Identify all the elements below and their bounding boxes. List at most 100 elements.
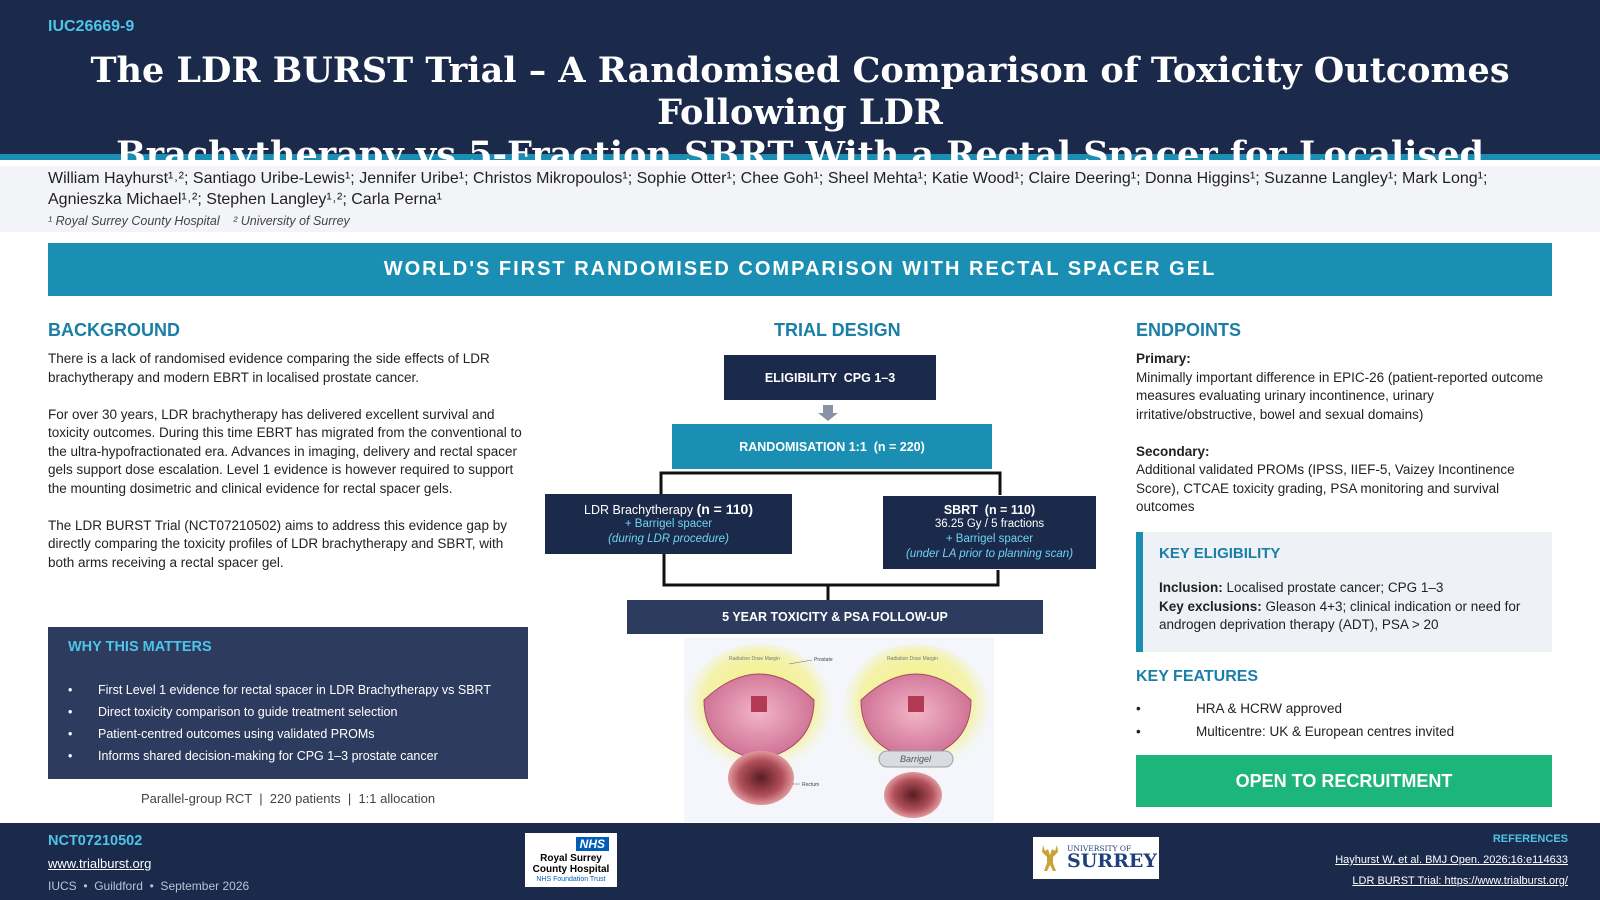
bullet-icon: •: [68, 683, 73, 697]
why-this-matters-box: WHY THIS MATTERS • First Level 1 evidence…: [48, 627, 528, 779]
background-text: There is a lack of randomised evidence c…: [48, 350, 530, 591]
bullet-icon: •: [68, 705, 73, 719]
eligibility-label: ELIGIBILITY CPG 1–3: [764, 370, 896, 385]
down-arrow-icon: [818, 405, 838, 421]
trial-website-link[interactable]: www.trialburst.org: [48, 856, 152, 871]
primary-label: Primary:: [1136, 351, 1191, 366]
reference-1-link[interactable]: Hayhurst W, et al. BMJ Open. 2026;16:e11…: [1335, 854, 1568, 866]
prostate-pointer: [788, 659, 813, 665]
feature-item: • HRA & HCRW approved: [1136, 697, 1556, 720]
prostate-label: Prostate: [814, 657, 833, 663]
exclusion-label: Key exclusions:: [1159, 598, 1262, 614]
why-item: • Direct toxicity comparison to guide tre…: [68, 701, 518, 723]
abstract-code: IUC26669-9: [48, 18, 135, 35]
ldr-arm-title: LDR Brachytherapy (n = 110): [584, 501, 753, 517]
split-connector: [659, 471, 1002, 495]
rectum-right: [884, 772, 942, 818]
surrey-wordmark: UNIVERSITY OF SURREY: [1067, 845, 1157, 872]
why-item-text: First Level 1 evidence for rectal spacer…: [98, 683, 491, 697]
feature-text: HRA & HCRW approved: [1196, 701, 1343, 716]
authors-band: [0, 166, 1600, 232]
title-line-1: The LDR BURST Trial – A Randomised Compa…: [90, 50, 1510, 133]
prostate-left: [703, 673, 815, 761]
why-item: • Informs shared decision-making for CPG …: [68, 745, 518, 767]
bullet-icon: •: [68, 727, 73, 741]
eligibility-heading: KEY ELIGIBILITY: [1159, 545, 1281, 562]
inclusion-line: Inclusion: Localised prostate cancer; CP…: [1159, 579, 1547, 598]
bullet-icon: •: [68, 749, 73, 763]
background-paragraph-2: For over 30 years, LDR brachytherapy has…: [48, 406, 522, 496]
open-to-recruitment-banner: OPEN TO RECRUITMENT: [1136, 755, 1552, 807]
key-eligibility-box: KEY ELIGIBILITY Inclusion: Localised pro…: [1136, 532, 1552, 652]
bullet-icon: •: [1136, 701, 1141, 716]
sbrt-dose: 36.25 Gy / 5 fractions: [934, 518, 1045, 530]
barrigel-gel: [878, 750, 954, 768]
feature-text: Multicentre: UK & European centres invit…: [1196, 724, 1455, 739]
eligibility-body: Inclusion: Localised prostate cancer; CP…: [1159, 579, 1547, 635]
affiliation-1: ¹ Royal Surrey County Hospital: [48, 214, 220, 228]
background-heading: BACKGROUND: [48, 320, 180, 340]
background-paragraph-3: The LDR BURST Trial (NCT07210502) aims t…: [48, 517, 507, 570]
trial-registration-number: NCT07210502: [48, 833, 143, 849]
key-features-heading: KEY FEATURES: [1136, 668, 1259, 685]
university-of-surrey-logo: UNIVERSITY OF SURREY: [1033, 837, 1159, 879]
background-paragraph-1: There is a lack of randomised evidence c…: [48, 351, 490, 385]
followup-label: 5 YEAR TOXICITY & PSA FOLLOW-UP: [722, 610, 948, 624]
urethra-right: [908, 696, 924, 712]
references-heading: REFERENCES: [1492, 833, 1568, 845]
conference-meta: IUCS • Guildford • September 2026: [48, 879, 250, 893]
affiliation-2: ² University of Surrey: [233, 214, 350, 228]
nhs-name-line-1: Royal Surrey: [540, 852, 602, 864]
why-list: • First Level 1 evidence for rectal space…: [68, 679, 518, 767]
trial-design-heading: TRIAL DESIGN: [774, 320, 901, 340]
followup-box: 5 YEAR TOXICITY & PSA FOLLOW-UP: [627, 600, 1043, 634]
headline-banner: WORLD'S FIRST RANDOMISED COMPARISON WITH…: [48, 243, 1552, 296]
ldr-arm-n: (n = 110): [696, 501, 753, 517]
randomisation-label: RANDOMISATION 1:1 (n = 220): [739, 439, 925, 454]
ldr-spacer: + Barrigel spacer: [624, 518, 713, 530]
randomisation-box: RANDOMISATION 1:1 (n = 220): [672, 424, 992, 469]
eligibility-box: ELIGIBILITY CPG 1–3: [724, 355, 936, 400]
feature-item: • Multicentre: UK & European centres invi…: [1136, 720, 1556, 743]
why-item-text: Patient-centred outcomes using validated…: [98, 727, 375, 741]
ldr-arm-box: LDR Brachytherapy (n = 110) + Barrigel s…: [545, 494, 792, 554]
nhs-name-line-2: County Hospital: [532, 863, 610, 875]
rectum-left: [728, 751, 794, 805]
why-item-text: Informs shared decision-making for CPG 1…: [98, 749, 438, 763]
urethra-left: [751, 696, 767, 712]
inclusion-text: Localised prostate cancer; CPG 1–3: [1222, 580, 1444, 595]
surrey-big-text: SURREY: [1067, 850, 1157, 873]
spacer-illustration: Radiation Dose Margin Prostate Rectum Ba…: [684, 638, 994, 822]
poster-header: IUC26669-9 The LDR BURST Trial – A Rando…: [0, 0, 1600, 217]
prostate-right: [860, 673, 972, 761]
nhs-badge: NHS: [575, 836, 609, 851]
affiliations: ¹ Royal Surrey County Hospital ² Univers…: [48, 214, 360, 228]
nhs-logo: NHS Royal Surrey County Hospital NHS Fou…: [525, 833, 617, 887]
exclusion-text: Gleason 4+3; clinical indication or need…: [1159, 598, 1521, 633]
sbrt-arm-title: SBRT (n = 110): [943, 503, 1036, 517]
why-item-text: Direct toxicity comparison to guide trea…: [98, 705, 398, 719]
inclusion-label: Inclusion:: [1159, 580, 1223, 595]
sbrt-arm-box: SBRT (n = 110) 36.25 Gy / 5 fractions + …: [883, 496, 1096, 569]
author-list: William Hayhurst¹˒²; Santiago Uribe-Lewi…: [48, 170, 1488, 208]
stag-icon: [1042, 845, 1058, 871]
why-item: • First Level 1 evidence for rectal space…: [68, 679, 518, 701]
poster-footer: NCT07210502 www.trialburst.org IUCS • Gu…: [0, 823, 1600, 900]
nhs-trust-line: NHS Foundation Trust: [536, 875, 606, 883]
bullet-icon: •: [1136, 724, 1141, 739]
secondary-label: Secondary:: [1136, 443, 1210, 459]
key-features-list: • HRA & HCRW approved • Multicentre: UK & …: [1136, 697, 1556, 743]
rct-summary: Parallel-group RCT | 220 patients | 1:1 …: [140, 791, 436, 806]
sbrt-note: (under LA prior to planning scan): [905, 548, 1074, 560]
endpoints-text: Primary: Minimally important difference …: [1136, 350, 1556, 535]
rectum-label: Rectum: [802, 782, 819, 788]
why-item: • Patient-centred outcomes using validate…: [68, 723, 518, 745]
surrey-top-text: UNIVERSITY OF: [1067, 843, 1132, 853]
reference-2-link[interactable]: LDR BURST Trial: https://www.trialburst.…: [1352, 875, 1568, 887]
ldr-note: (during LDR procedure): [608, 533, 729, 545]
ldr-arm-name: LDR Brachytherapy: [584, 503, 697, 517]
margin-label-left: Radiation Dose Margin: [729, 656, 780, 662]
barrigel-label: Barrigel: [900, 754, 932, 764]
exclusion-line: Key exclusions: Gleason 4+3; clinical in…: [1159, 598, 1547, 635]
why-heading: WHY THIS MATTERS: [68, 639, 212, 655]
